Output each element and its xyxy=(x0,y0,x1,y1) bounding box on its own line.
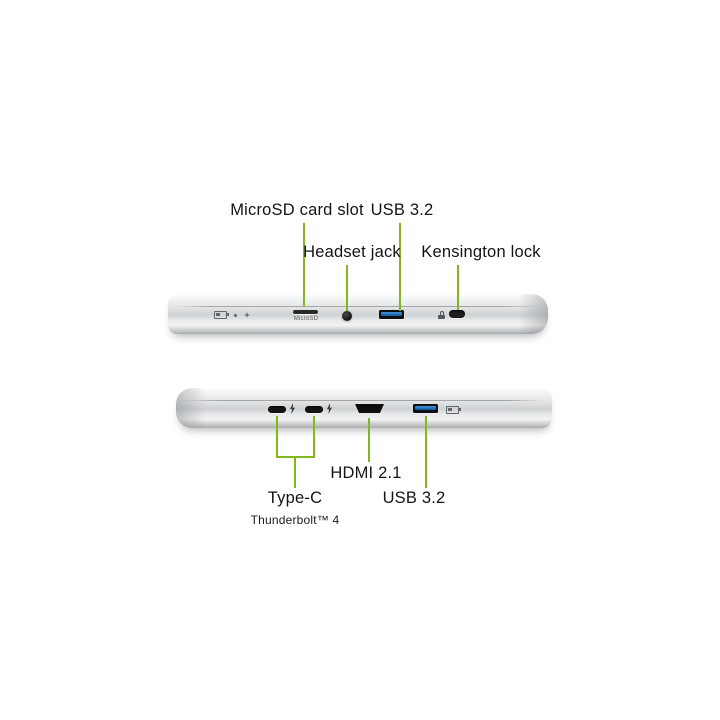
callout-line-usbc-2 xyxy=(313,416,315,458)
kensington-lock-icon xyxy=(438,311,445,319)
hinge-shading xyxy=(518,294,548,334)
label-hdmi: HDMI 2.1 xyxy=(330,464,402,482)
usb-tongue xyxy=(415,405,436,410)
label-thunderbolt: Thunderbolt™ 4 xyxy=(250,513,340,527)
status-indicators xyxy=(214,311,250,319)
callout-line-kensington xyxy=(457,265,459,310)
usb-tongue xyxy=(381,311,402,316)
label-microsd-card-slot: MicroSD card slot xyxy=(230,201,364,219)
usb-a-port-top xyxy=(379,310,404,319)
lid-seam-bottom xyxy=(182,400,544,401)
label-usb-top: USB 3.2 xyxy=(370,201,434,219)
battery-indicator-icon xyxy=(214,311,229,319)
callout-line-usb-bottom xyxy=(425,416,427,488)
label-type-c: Type-C xyxy=(267,489,323,507)
callout-line-usb-top xyxy=(399,223,401,311)
offline-charging-icon xyxy=(446,406,461,414)
usb-c-port-2 xyxy=(305,406,323,413)
label-headset-jack: Headset jack xyxy=(303,243,401,261)
hdmi-port xyxy=(355,404,384,413)
laptop-left-side-edge xyxy=(176,380,552,432)
thunderbolt-icon-1 xyxy=(289,403,296,414)
callout-bracket-usbc xyxy=(276,456,315,458)
callout-line-usbc-1 xyxy=(276,416,278,458)
microsd-caption: MicroSD xyxy=(293,316,319,322)
power-indicator-icon xyxy=(234,313,237,317)
lid-seam xyxy=(174,306,540,307)
charging-indicator-icon xyxy=(244,312,250,318)
callout-line-hdmi xyxy=(368,418,370,462)
microsd-slot xyxy=(293,310,318,314)
callout-line-microsd xyxy=(303,223,305,307)
callout-stem-usbc xyxy=(294,458,296,488)
headset-jack-port xyxy=(342,311,352,321)
usb-c-port-1 xyxy=(268,406,286,413)
label-usb-bottom: USB 3.2 xyxy=(382,489,446,507)
kensington-lock-slot xyxy=(449,310,465,318)
label-kensington-lock: Kensington lock xyxy=(421,243,541,261)
hinge-shading-bottom xyxy=(176,388,206,428)
thunderbolt-icon-2 xyxy=(326,403,333,414)
chassis-top-view xyxy=(168,294,548,334)
laptop-right-side-edge: MicroSD xyxy=(168,286,548,338)
usb-a-port-bottom xyxy=(413,404,438,413)
callout-line-headset xyxy=(346,265,348,311)
